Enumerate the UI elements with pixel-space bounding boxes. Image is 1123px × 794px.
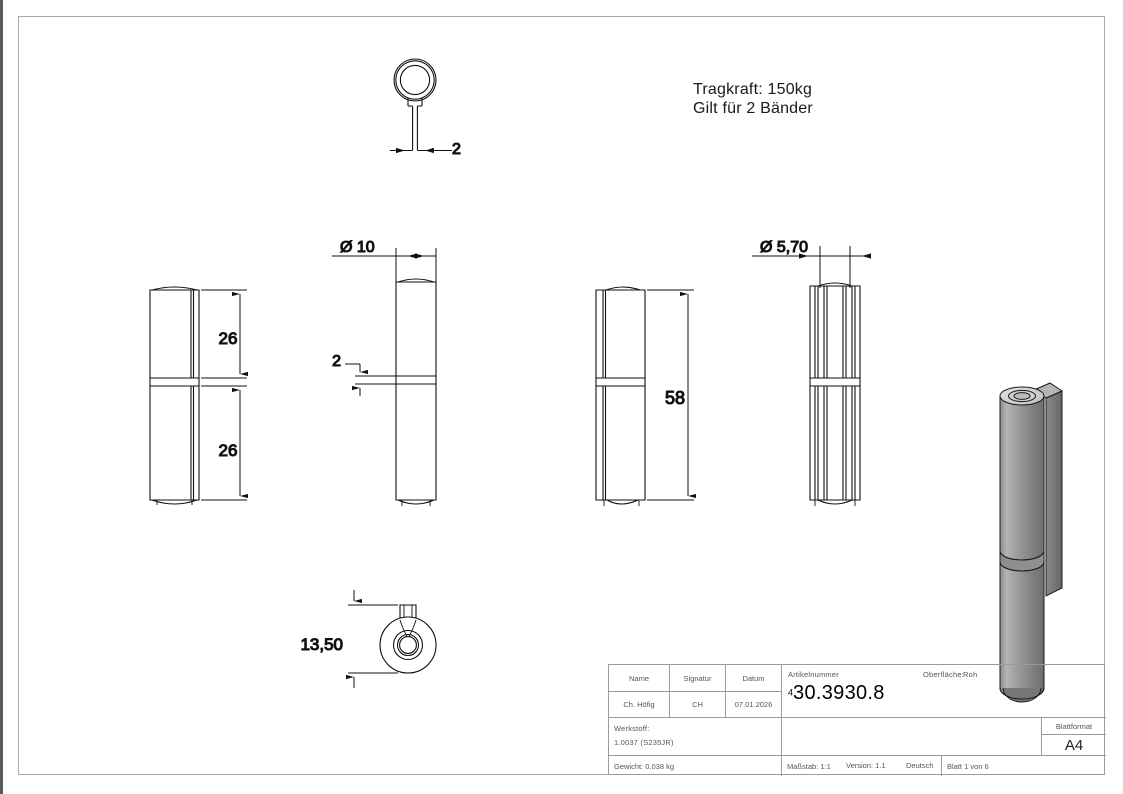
tb-blattformat-label: Blattformat — [1041, 717, 1106, 734]
tb-version: Version: 1.1 — [846, 761, 886, 770]
view-front-elevation — [395, 278, 437, 506]
tb-blattformat-value: A4 — [1041, 734, 1106, 755]
dim-58 — [647, 289, 696, 501]
tb-article-cell: Artikelnummer Oberfläche: Roh 430.3930.8 — [781, 665, 1106, 717]
dim-26-upper — [201, 289, 248, 379]
tb-header-datum: Datum — [725, 665, 781, 691]
dim-text-diameter-570: Ø 5,70 — [760, 239, 808, 256]
tb-surface-label: Oberfläche: — [923, 670, 964, 679]
tb-value-datum: 07.01.2026 — [725, 691, 781, 717]
dim-diameter-10 — [332, 248, 437, 284]
view-bore-elevation — [809, 282, 861, 506]
view-right-elevation — [595, 286, 646, 506]
tb-language: Deutsch — [906, 761, 934, 770]
view-left-elevation — [149, 286, 200, 505]
title-block: Name Signatur Datum Ch. Höfig CH 07.01.2… — [608, 664, 1106, 776]
tb-scale: Maßstab: 1:1 — [781, 755, 941, 776]
tb-article-number-wrap: 430.3930.8 — [788, 682, 885, 705]
tb-weight: Gewicht: 0.038 kg — [609, 755, 781, 776]
dim-diameter-570 — [752, 246, 871, 288]
tb-material-cell: Werkstoff: 1.0037 (S235JR) — [609, 717, 781, 755]
sheet-edge-strip — [0, 0, 3, 794]
dim-text-gap-2: 2 — [332, 353, 341, 370]
tb-header-name: Name — [628, 673, 649, 683]
dim-text-26-upper: 26 — [219, 329, 238, 348]
tb-surface-value: Roh — [963, 670, 978, 679]
tb-blank-cell — [781, 717, 1041, 755]
view-top-plan — [393, 58, 437, 150]
dim-text-diameter-10: Ø 10 — [340, 239, 375, 256]
dim-text-13-50: 13,50 — [300, 635, 343, 654]
view-bottom-plan — [379, 604, 437, 674]
tb-article-prefix: 4 — [788, 687, 794, 698]
tb-article-number: 30.3930.8 — [793, 682, 885, 704]
tb-header-signatur: Signatur — [669, 665, 725, 691]
tb-material-label: Werkstoff: — [614, 724, 650, 733]
dim-text-26-lower: 26 — [219, 441, 238, 460]
dim-gap-2 — [345, 363, 398, 396]
dim-text-58: 58 — [665, 388, 685, 408]
note-gilt-fuer: Gilt für 2 Bänder — [693, 100, 813, 117]
dim-13-50 — [346, 590, 398, 688]
tb-sheet: Blatt 1 von 6 — [941, 755, 1106, 776]
dim-26-lower — [201, 385, 248, 501]
isometric-render — [999, 382, 1064, 703]
tb-article-label: Artikelnummer — [788, 670, 839, 679]
dim-text-blade-thickness: 2 — [452, 141, 461, 158]
note-tragkraft: Tragkraft: 150kg — [693, 81, 813, 98]
tb-material-value: 1.0037 (S235JR) — [614, 738, 674, 747]
tb-value-signatur: CH — [669, 691, 725, 717]
tb-value-name: Ch. Höfig — [609, 691, 669, 717]
